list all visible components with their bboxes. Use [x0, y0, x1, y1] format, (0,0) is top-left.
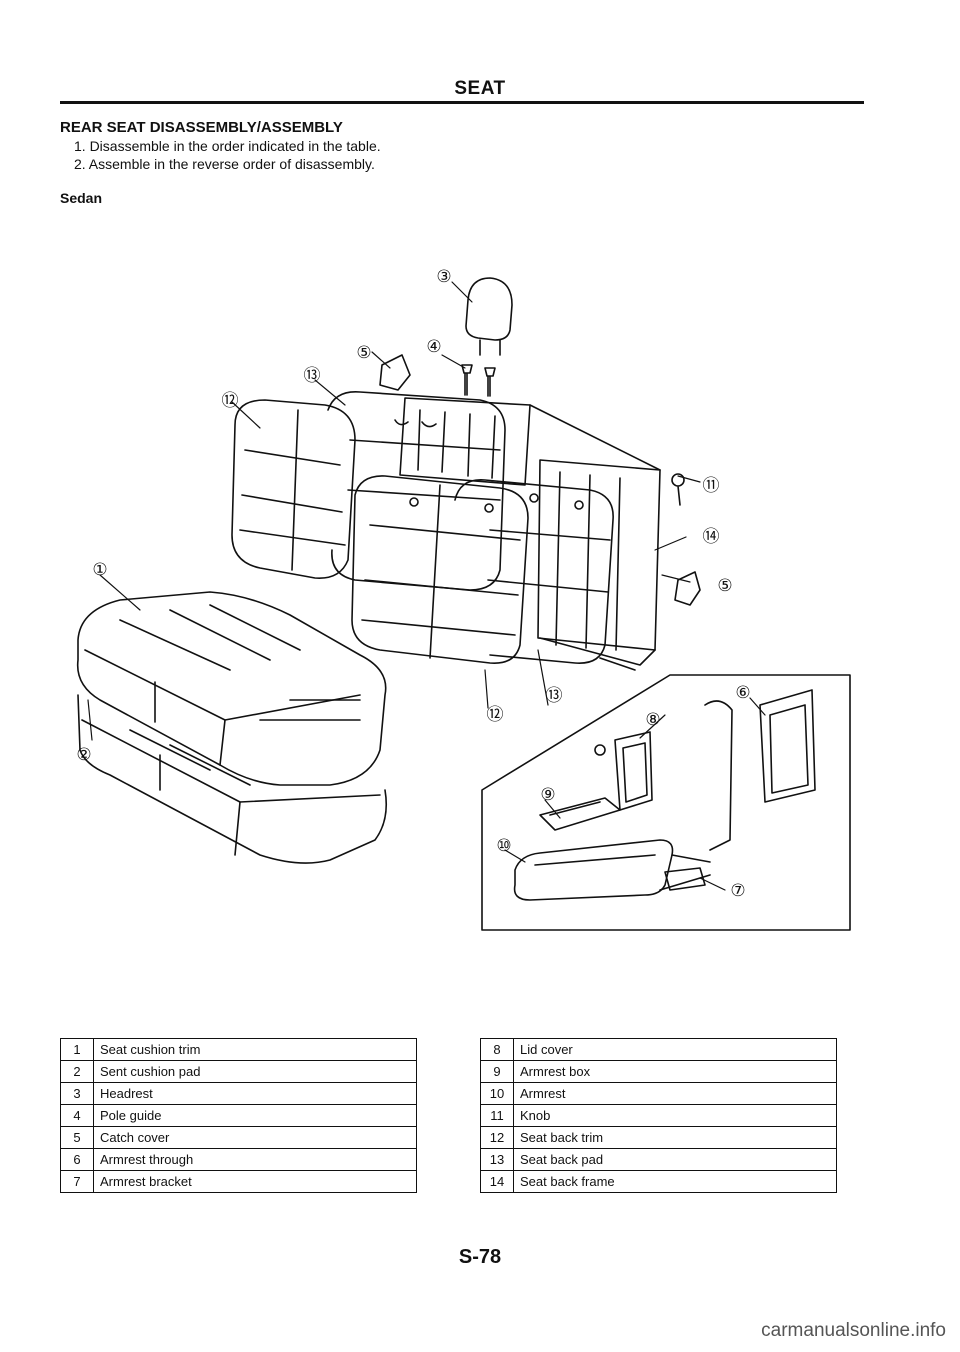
part-name: Catch cover	[93, 1126, 417, 1149]
part-name: Seat back trim	[513, 1126, 837, 1149]
part-name: Armrest box	[513, 1060, 837, 1083]
callout-5-top: ⑤	[356, 343, 371, 362]
part-number: 8	[480, 1038, 514, 1061]
callout-3: ③	[436, 267, 451, 286]
part-name: Armrest	[513, 1082, 837, 1105]
exploded-seat-diagram: ① ② ③ ④ ⑤ ⑤ ⑥ ⑦ ⑧ ⑨ ⑩ ⑪ ⑫ ⑫ ⑬ ⑬ ⑭	[76, 267, 851, 931]
callout-4: ④	[426, 337, 441, 356]
page-number: S-78	[458, 1246, 502, 1268]
page-header: SEAT	[454, 78, 506, 99]
callout-13-bottom: ⑬	[546, 686, 563, 705]
seat-back-pad-drawing	[327, 391, 506, 591]
headrest-drawing	[465, 277, 513, 356]
seat-back-left-drawing	[231, 399, 356, 579]
part-name: Armrest through	[93, 1148, 417, 1171]
section-title: REAR SEAT DISASSEMBLY/ASSEMBLY	[60, 119, 343, 136]
seat-cushion-pad-drawing	[77, 694, 388, 864]
callout-8: ⑧	[645, 710, 660, 729]
part-number: 4	[60, 1104, 94, 1127]
seat-back-center-drawing	[351, 475, 529, 664]
part-number: 14	[480, 1170, 514, 1193]
instruction-list: 1. Disassemble in the order indicated in…	[74, 137, 381, 173]
catch-cover-top-drawing	[379, 354, 411, 391]
seat-back-right-drawing	[454, 479, 614, 664]
part-name: Knob	[513, 1104, 837, 1127]
part-name: Seat back pad	[513, 1148, 837, 1171]
part-number: 12	[480, 1126, 514, 1149]
catch-cover-right-drawing	[674, 571, 701, 606]
part-name: Sent cushion pad	[93, 1060, 417, 1083]
part-number: 11	[480, 1104, 514, 1127]
callout-12-top: ⑫	[222, 391, 239, 410]
part-number: 13	[480, 1148, 514, 1171]
part-number: 5	[60, 1126, 94, 1149]
callout-14: ⑭	[703, 527, 720, 546]
part-name: Lid cover	[513, 1038, 837, 1061]
part-name: Armrest bracket	[93, 1170, 417, 1193]
callout-7: ⑦	[730, 881, 745, 900]
part-name: Seat cushion trim	[93, 1038, 417, 1061]
knob-drawing	[671, 473, 685, 506]
variant-label: Sedan	[60, 190, 103, 206]
watermark: carmanualsonline.info	[761, 1320, 946, 1341]
seat-back-frame-drawing	[399, 397, 661, 671]
part-name: Pole guide	[93, 1104, 417, 1127]
callout-2: ②	[76, 745, 91, 764]
part-number: 1	[60, 1038, 94, 1061]
pole-guide-drawing	[461, 364, 496, 397]
armrest-inset-drawing	[481, 674, 851, 931]
part-number: 3	[60, 1082, 94, 1105]
callout-1: ①	[92, 560, 107, 579]
part-number: 10	[480, 1082, 514, 1105]
instruction-step-1: 1. Disassemble in the order indicated in…	[74, 138, 381, 154]
part-number: 7	[60, 1170, 94, 1193]
callout-12-bottom: ⑫	[487, 705, 504, 724]
callout-13-top: ⑬	[304, 366, 321, 385]
callout-11: ⑪	[703, 476, 720, 495]
callout-6: ⑥	[735, 683, 750, 702]
part-name: Seat back frame	[513, 1170, 837, 1193]
seat-cushion-trim-drawing	[76, 591, 387, 786]
instruction-step-2: 2. Assemble in the reverse order of disa…	[74, 156, 375, 172]
header-rule	[60, 101, 864, 104]
part-number: 9	[480, 1060, 514, 1083]
callout-5-right: ⑤	[717, 576, 732, 595]
part-name: Headrest	[93, 1082, 417, 1105]
part-number: 2	[60, 1060, 94, 1083]
part-number: 6	[60, 1148, 94, 1171]
callout-leader-lines	[87, 281, 766, 891]
callout-9: ⑨	[540, 785, 555, 804]
callout-10: ⑩	[496, 836, 511, 855]
